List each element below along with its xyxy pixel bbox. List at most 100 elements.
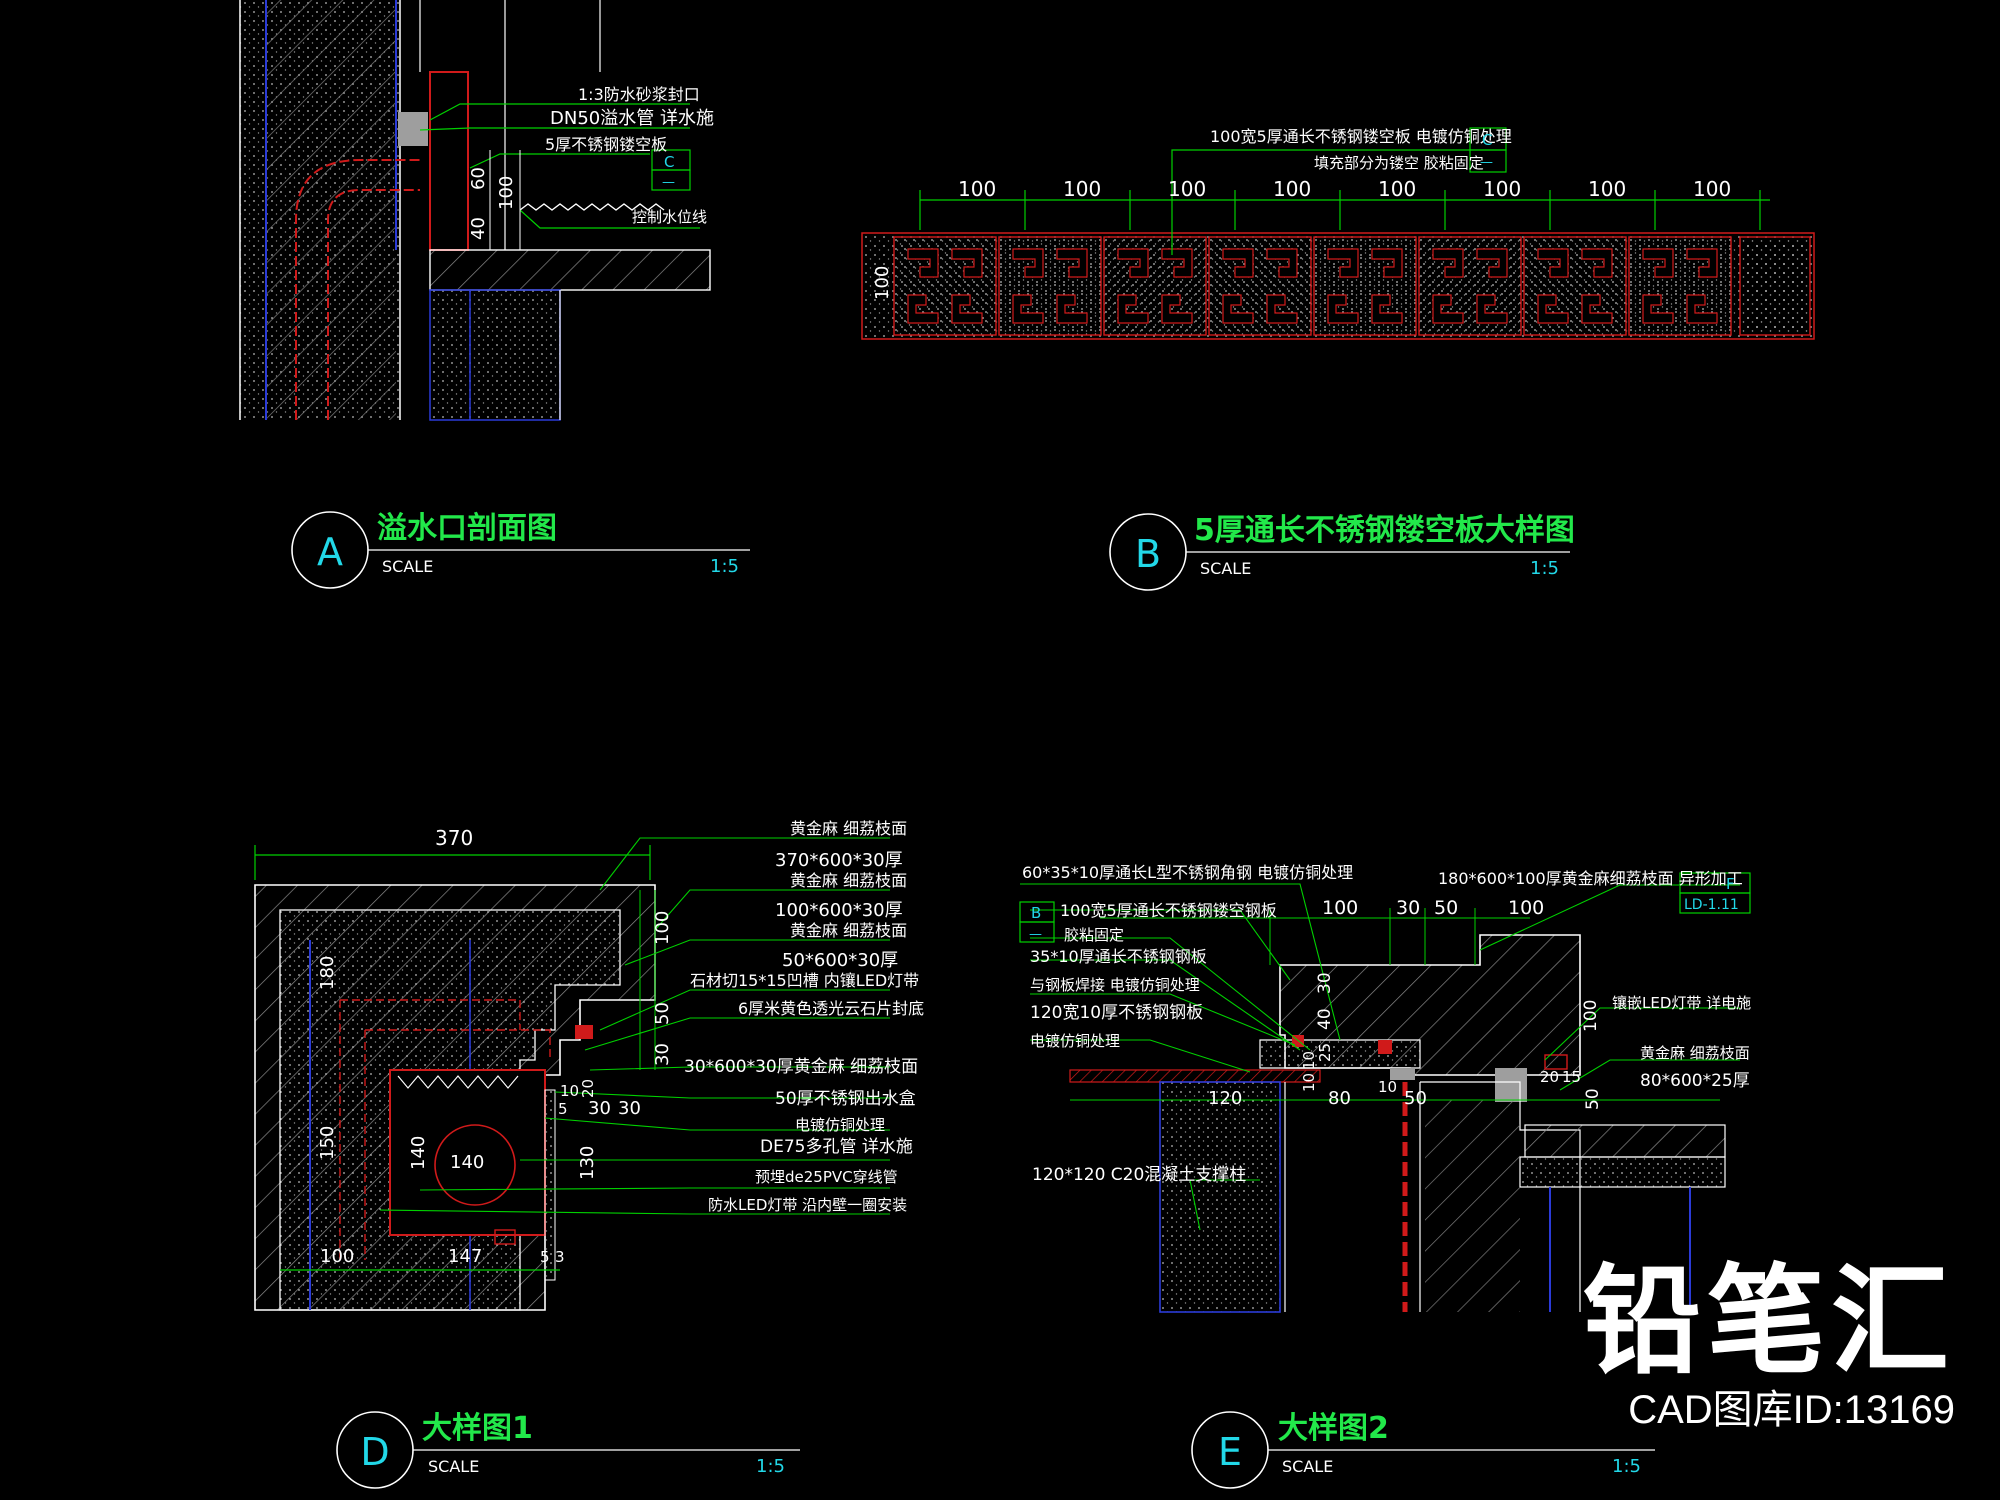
- panel-d-note-3: 黄金麻 细荔枝面: [790, 871, 907, 890]
- panel-e-dim-top: 100: [1322, 897, 1358, 919]
- panel-e-note-left-6: 120宽10厚不锈钢钢板: [1030, 1003, 1203, 1023]
- panel-b-dim: 100: [1693, 177, 1731, 201]
- panel-e-dim-mid: 25: [1316, 1043, 1334, 1062]
- panel-b-dim: 100: [1063, 177, 1101, 201]
- panel-e-note-left-2: 100宽5厚通长不锈钢镂空钢板: [1060, 901, 1277, 920]
- watermark-logo: 铅笔汇 CAD图库ID:13169: [1583, 1262, 1955, 1432]
- panel-e-dim-bottom: 15: [1562, 1068, 1581, 1086]
- panel-a-dim-60: 60: [468, 167, 489, 190]
- panel-e-note-left-7: 电镀仿铜处理: [1030, 1032, 1120, 1050]
- panel-d-note-5: 黄金麻 细荔枝面: [790, 921, 907, 940]
- watermark-brand: 铅笔汇: [1582, 1252, 1955, 1390]
- panel-d-note-14: 防水LED灯带 沿内壁一圈安装: [708, 1196, 907, 1214]
- panel-d-title: 大样图1: [422, 1411, 533, 1446]
- panel-d-note-12: DE75多孔管 详水施: [760, 1137, 913, 1157]
- panel-d-letter: D: [360, 1430, 389, 1474]
- panel-b-title: 5厚通长不锈钢镂空板大样图: [1194, 513, 1575, 548]
- panel-e-title-block: E 大样图2 SCALE 1:5: [1191, 1411, 1655, 1489]
- panel-a-ref-sub: —: [662, 175, 675, 190]
- watermark-id: CAD图库ID:13169: [1628, 1388, 1955, 1432]
- panel-e-dim-bottom: 20: [1540, 1068, 1559, 1086]
- panel-a-section-drawing: [239, 0, 711, 421]
- panel-e-dim-mid: 10: [1300, 1073, 1318, 1092]
- panel-e-note-right-3: 黄金麻 细荔枝面: [1640, 1044, 1750, 1062]
- panel-e-detail-drawing: [1019, 872, 1751, 1313]
- panel-d-note-7: 石材切15*15凹槽 内镶LED灯带: [690, 971, 919, 990]
- panel-d-dim-small: 5: [558, 1100, 568, 1118]
- panel-d-note-10: 50厚不锈钢出水盒: [775, 1089, 916, 1109]
- panel-b-ref-sub: —: [1480, 155, 1493, 170]
- panel-e-dim-top: 50: [1434, 897, 1458, 919]
- panel-d-note-8: 6厚米黄色透光云石片封底: [738, 999, 924, 1018]
- panel-e-note-left-8: 120*120 C20混凝土支撑柱: [1032, 1165, 1246, 1185]
- panel-b-note-2: 填充部分为镂空 胶粘固定: [1314, 154, 1484, 172]
- panel-d-scale-label: SCALE: [428, 1457, 479, 1476]
- panel-e-note-right-2: 镶嵌LED灯带 详电施: [1612, 994, 1751, 1012]
- panel-e-note-right-1: 180*600*100厚黄金麻细荔枝面 异形加工: [1438, 869, 1743, 888]
- panel-a-title: 溢水口剖面图: [377, 511, 557, 546]
- panel-e-dim-bottom: 120: [1208, 1088, 1242, 1109]
- panel-d-top-dim: 370: [435, 826, 473, 850]
- panel-d-dim-left: 180: [317, 956, 338, 990]
- panel-b-dim: 100: [1168, 177, 1206, 201]
- panel-a-scale: 1:5: [710, 556, 739, 577]
- panel-d-detail-drawing: [254, 837, 890, 1311]
- panel-d-dim-inner: 140: [408, 1136, 429, 1170]
- panel-b-dim: 100: [1483, 177, 1521, 201]
- panel-a-dim-40: 40: [468, 217, 489, 240]
- panel-a-title-block: A 溢水口剖面图 SCALE 1:5: [291, 511, 750, 589]
- panel-e-dim-mid: 100: [1581, 1000, 1601, 1032]
- panel-d-title-block: D 大样图1 SCALE 1:5: [336, 1411, 800, 1489]
- panel-a-letter: A: [317, 530, 343, 574]
- panel-d-dim-small: 3: [555, 1248, 565, 1266]
- panel-b-note-1: 100宽5厚通长不锈钢镂空板 电镀仿铜处理: [1210, 127, 1512, 146]
- panel-d-annotations: 370 黄金麻 细荔枝面 370*600*30厚 黄金麻 细荔枝面 100*60…: [317, 819, 924, 1267]
- panel-d-dim-inner: 130: [577, 1146, 598, 1180]
- panel-d-note-9: 30*600*30厚黄金麻 细荔枝面: [684, 1057, 918, 1077]
- panel-e-note-left-4: 35*10厚通长不锈钢钢板: [1030, 947, 1207, 966]
- panel-a-ref: C: [664, 153, 674, 171]
- panel-b-scale-label: SCALE: [1200, 559, 1251, 578]
- panel-e-scale: 1:5: [1612, 1456, 1641, 1477]
- panel-b-title-block: B 5厚通长不锈钢镂空板大样图 SCALE 1:5: [1109, 513, 1575, 591]
- panel-e-note-left-3: 胶粘固定: [1064, 926, 1124, 944]
- panel-a-scale-label: SCALE: [382, 557, 433, 576]
- panel-a-note-1: 1:3防水砂浆封口: [578, 85, 700, 104]
- panel-d-note-11: 电镀仿铜处理: [795, 1116, 885, 1134]
- panel-e-ref-f-sub: LD-1.11: [1684, 897, 1739, 913]
- panel-e-dim-top: 30: [1396, 897, 1420, 919]
- panel-e-note-left-5: 与钢板焊接 电镀仿铜处理: [1030, 976, 1200, 994]
- panel-e-dim-bottom: 80: [1328, 1088, 1351, 1109]
- panel-d-note-2: 370*600*30厚: [775, 850, 903, 871]
- panel-b-dim: 100: [1378, 177, 1416, 201]
- panel-e-dim-mid: 30: [1315, 972, 1335, 994]
- panel-b-dim: 100: [1273, 177, 1311, 201]
- panel-b-annotations: 100宽5厚通长不锈钢镂空板 电镀仿铜处理 填充部分为镂空 胶粘固定 C — 1…: [872, 127, 1731, 300]
- panel-a-dim-100: 100: [496, 176, 517, 210]
- panel-d-dim-left: 150: [317, 1126, 338, 1160]
- panel-e-dim-mid: 10: [1300, 1051, 1318, 1070]
- panel-d-note-6: 50*600*30厚: [782, 950, 898, 971]
- panel-d-dim-small: 30: [618, 1098, 641, 1119]
- panel-e-ref-b: B: [1031, 904, 1041, 922]
- panel-b-dim: 100: [1588, 177, 1626, 201]
- panel-e-note-left-1: 60*35*10厚通长L型不锈钢角钢 电镀仿铜处理: [1022, 863, 1353, 882]
- panel-a-note-2: DN50溢水管 详水施: [550, 108, 714, 129]
- panel-a-annotations: 1:3防水砂浆封口 DN50溢水管 详水施 5厚不锈钢镂空板 控制水位线 C —…: [468, 85, 714, 240]
- panel-d-dim-small: 10: [560, 1082, 579, 1100]
- panel-b-side-dim: 100: [872, 266, 893, 300]
- panel-b-scale: 1:5: [1530, 558, 1559, 579]
- panel-d-dim-bottom: 147: [448, 1246, 482, 1267]
- panel-a-note-4: 控制水位线: [632, 208, 707, 226]
- panel-e-dim-top: 100: [1508, 897, 1544, 919]
- panel-d-dim-inner: 140: [450, 1152, 484, 1173]
- panel-a-note-3: 5厚不锈钢镂空板: [545, 135, 667, 154]
- panel-d-dim-small: 30: [588, 1098, 611, 1119]
- panel-e-dim-bottom: 10: [1378, 1078, 1397, 1096]
- panel-e-dim-bottom: 50: [1404, 1088, 1427, 1109]
- panel-e-ref-f: F: [1726, 875, 1735, 893]
- panel-e-dim-bottom: 50: [1583, 1088, 1603, 1110]
- panel-e-letter: E: [1218, 1430, 1242, 1474]
- panel-e-ref-b-sub: —: [1029, 927, 1042, 942]
